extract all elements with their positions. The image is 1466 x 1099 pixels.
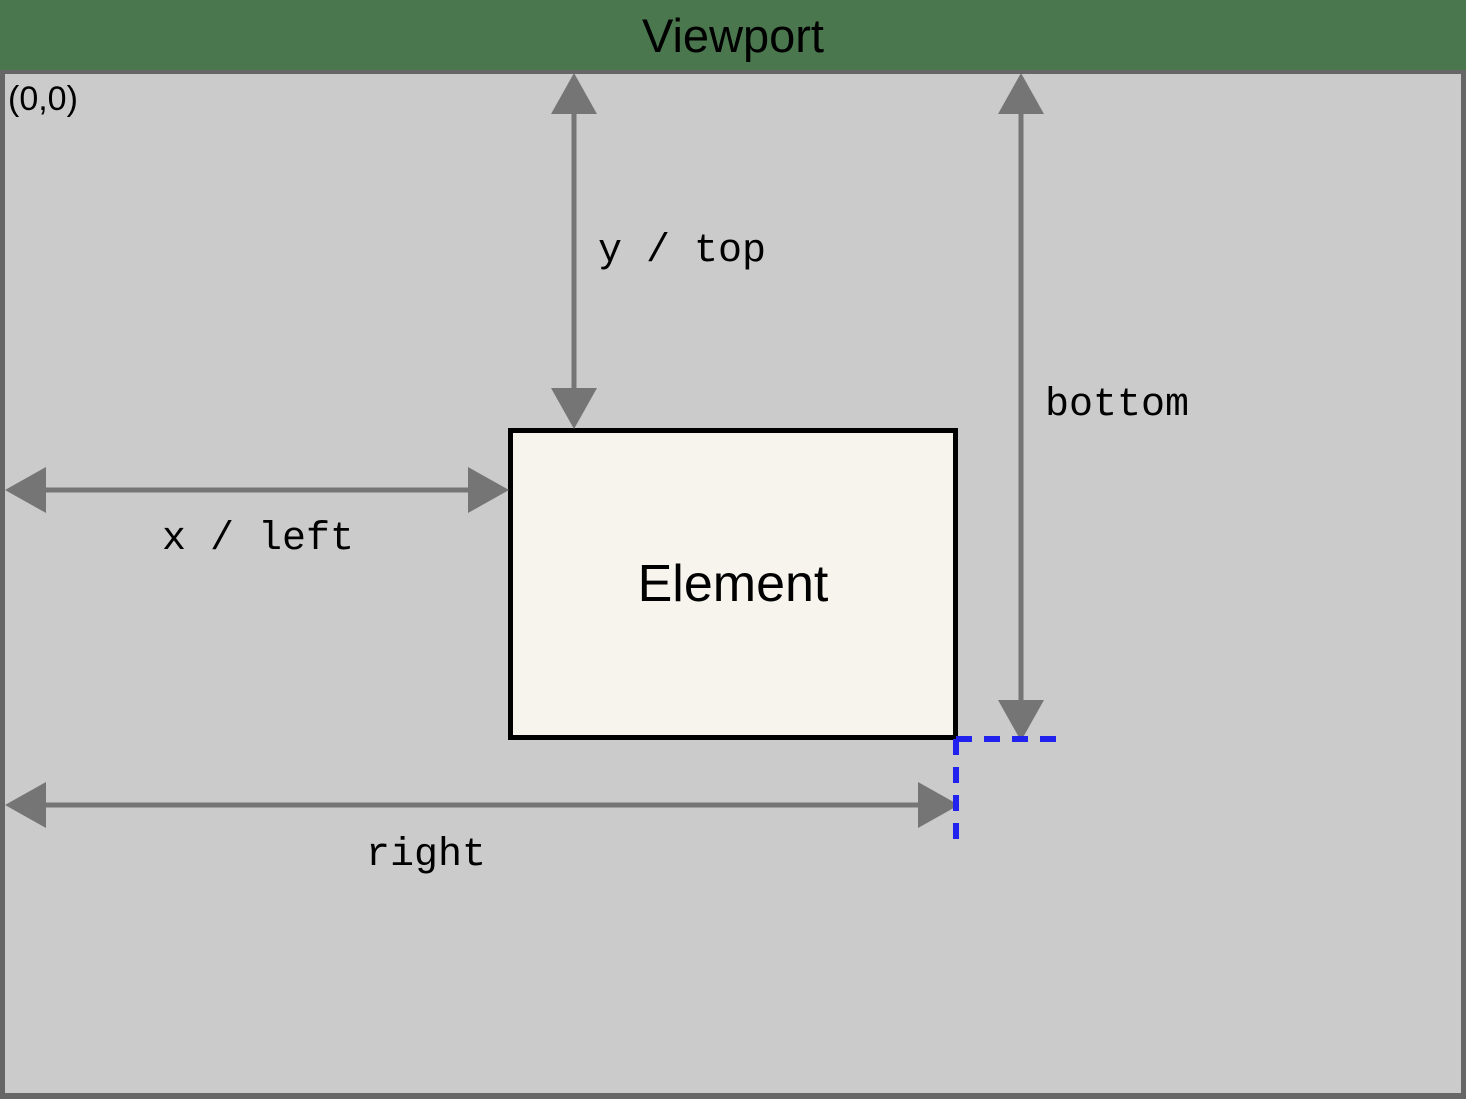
element-box: Element (508, 428, 958, 740)
measure-label-y-top: y / top (598, 229, 767, 274)
measure-label-right: right (366, 833, 487, 878)
origin-label: (0,0) (8, 80, 78, 118)
viewport-title: Viewport (641, 8, 824, 62)
element-label: Element (637, 555, 829, 613)
measure-label-x-left: x / left (162, 517, 355, 562)
measure-label-bottom: bottom (1045, 383, 1190, 428)
viewport-header: Viewport (0, 0, 1466, 70)
